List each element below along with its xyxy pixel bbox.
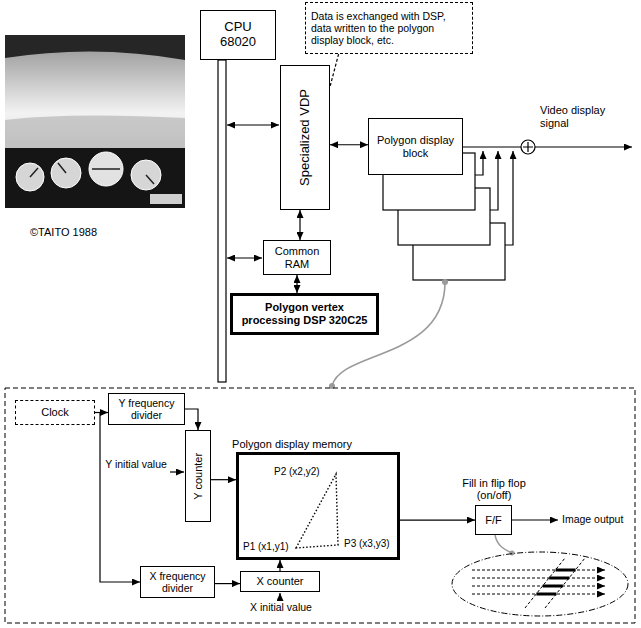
annotation-label: X initial value bbox=[236, 601, 326, 613]
connector-arrow bbox=[330, 144, 368, 145]
counter-wires bbox=[512, 519, 558, 520]
detail-frame bbox=[5, 388, 635, 623]
box-label: Specialized VDP bbox=[298, 89, 313, 186]
polygon-triangle bbox=[296, 474, 338, 548]
display-block: Polygon display block bbox=[368, 118, 463, 175]
annotation-label: Video display signal bbox=[540, 104, 632, 129]
system-bus bbox=[218, 60, 226, 382]
annotation-label: Y initial value bbox=[104, 458, 168, 470]
fill-detail bbox=[536, 593, 556, 596]
annotation-label: Image output bbox=[562, 513, 623, 525]
game-screenshot bbox=[30, 163, 154, 184]
box-heading: Fill in flip flop (on/off) bbox=[444, 477, 544, 502]
box-label: Data is exchanged with DSP, data written… bbox=[311, 10, 467, 46]
video-signal-wires bbox=[505, 151, 513, 245]
video-signal-wires bbox=[460, 147, 632, 245]
fill-detail bbox=[472, 578, 605, 579]
fill-detail bbox=[525, 558, 565, 608]
connector-arrow bbox=[296, 275, 297, 293]
connector-arrow bbox=[330, 54, 339, 87]
bus-arrows bbox=[227, 257, 262, 258]
fill-detail bbox=[452, 535, 628, 616]
fill-detail bbox=[510, 551, 515, 556]
counter-wires bbox=[170, 472, 558, 600]
box-label: Y counter bbox=[192, 453, 205, 500]
box-label: Polygon vertex processing DSP 320C25 bbox=[235, 301, 374, 326]
adder-symbol bbox=[523, 142, 533, 152]
divider-box: X frequency divider bbox=[140, 566, 215, 598]
box-label: Y frequency divider bbox=[111, 397, 182, 421]
fill-detail bbox=[472, 594, 605, 595]
connector-arrow bbox=[215, 583, 240, 584]
fill-detail bbox=[472, 558, 605, 608]
fill-detail bbox=[452, 552, 628, 616]
game-screenshot bbox=[5, 115, 185, 150]
video-signal-wires bbox=[535, 146, 632, 147]
video-signal-wires bbox=[490, 151, 498, 210]
fill-detail bbox=[472, 586, 605, 587]
game-screenshot bbox=[5, 35, 185, 208]
vdp-box: Specialized VDP bbox=[280, 65, 330, 210]
game-screenshot bbox=[5, 35, 185, 208]
box-label: X frequency divider bbox=[143, 570, 212, 594]
counter-box: Y counter bbox=[185, 430, 211, 522]
bus-arrows bbox=[227, 125, 279, 258]
box-label: CPU 68020 bbox=[214, 20, 262, 50]
box-label: Common RAM bbox=[271, 245, 323, 270]
connector-arrow bbox=[400, 519, 475, 520]
fill-detail bbox=[556, 569, 576, 572]
counter-wires bbox=[170, 471, 184, 472]
polygon-triangle bbox=[296, 474, 338, 548]
annotation-label: P3 (x3,y3) bbox=[344, 538, 390, 550]
dsp-box: Polygon vertex processing DSP 320C25 bbox=[230, 293, 379, 335]
game-screenshot bbox=[150, 194, 182, 204]
game-screenshot bbox=[5, 148, 185, 208]
adder-symbol bbox=[521, 140, 535, 154]
box-heading: Polygon display memory bbox=[227, 438, 357, 451]
video-signal-wires bbox=[460, 146, 521, 147]
divider-box: Y frequency divider bbox=[108, 393, 185, 425]
fill-detail bbox=[549, 577, 569, 580]
game-screenshot bbox=[5, 35, 185, 60]
ram-box: Common RAM bbox=[263, 240, 331, 275]
annotation-label: ©TAITO 1988 bbox=[30, 226, 97, 239]
annotation-label: P1 (x1,y1) bbox=[243, 541, 289, 553]
flip-flop-box: Fill in flip flop (on/off)F/F bbox=[475, 505, 512, 535]
connector-arrow bbox=[299, 210, 300, 240]
fill-detail bbox=[543, 585, 563, 588]
detail-leader bbox=[442, 279, 448, 285]
box-label: Polygon display block bbox=[371, 134, 460, 159]
fill-detail bbox=[545, 558, 585, 608]
box-label: Clock bbox=[41, 406, 69, 419]
connector-arrow bbox=[211, 479, 236, 480]
clock-box: Clock bbox=[15, 400, 95, 425]
fill-detail bbox=[495, 535, 512, 553]
box-label: F/F bbox=[485, 514, 502, 527]
cpu-box: CPU 68020 bbox=[200, 10, 276, 60]
adder-symbol bbox=[521, 140, 535, 154]
connector-arrow bbox=[185, 409, 198, 430]
box-label: X counter bbox=[256, 575, 303, 588]
bus-arrows bbox=[227, 124, 279, 125]
counter-wires bbox=[279, 593, 280, 600]
annotation-label: P2 (x2,y2) bbox=[274, 466, 320, 478]
video-signal-wires bbox=[475, 151, 483, 175]
connector-arrow bbox=[95, 413, 140, 583]
callout-note: Data is exchanged with DSP, data written… bbox=[305, 2, 473, 54]
connector-arrow bbox=[279, 560, 280, 571]
fill-detail bbox=[536, 570, 575, 594]
fill-detail bbox=[472, 570, 605, 571]
counter-box: X counter bbox=[240, 571, 320, 592]
